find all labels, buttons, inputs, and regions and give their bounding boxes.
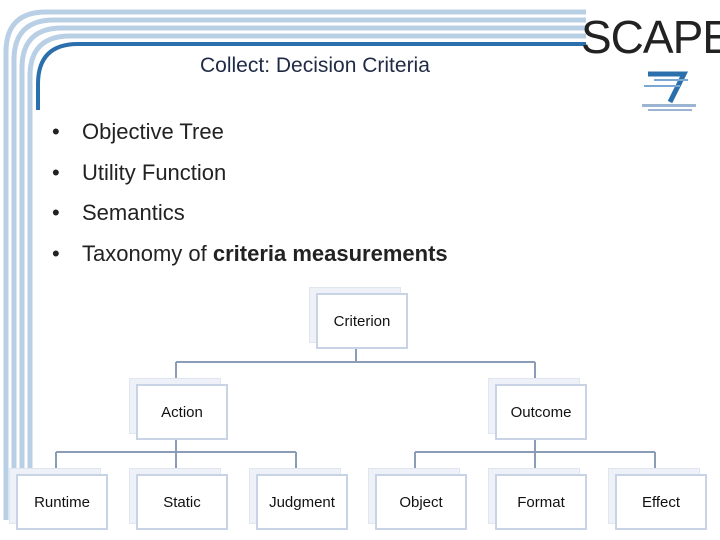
node-judgment: Judgment — [249, 468, 348, 530]
bullet-list: •Objective Tree •Utility Function •Seman… — [52, 116, 448, 278]
scape-logo: SCAPE — [581, 11, 720, 63]
node-static: Static — [129, 468, 228, 530]
node-label: Static — [136, 474, 228, 530]
bullet-item: •Semantics — [52, 200, 185, 225]
node-action: Action — [129, 378, 228, 440]
node-runtime: Runtime — [9, 468, 108, 530]
node-label: Criterion — [316, 293, 408, 349]
node-label: Object — [375, 474, 467, 530]
node-label: Action — [136, 384, 228, 440]
node-outcome: Outcome — [488, 378, 587, 440]
bullet-item: •Taxonomy of criteria measurements — [52, 240, 448, 266]
node-label: Effect — [615, 474, 707, 530]
bullet-item: •Objective Tree — [52, 119, 224, 144]
fp7-logo-icon — [642, 71, 696, 111]
slide-title: Collect: Decision Criteria — [200, 54, 430, 77]
node-label: Judgment — [256, 474, 348, 530]
node-format: Format — [488, 468, 587, 530]
node-object: Object — [368, 468, 467, 530]
node-label: Runtime — [16, 474, 108, 530]
decorative-swoosh — [3, 9, 586, 520]
bullet-item: •Utility Function — [52, 159, 227, 185]
node-effect: Effect — [608, 468, 707, 530]
node-criterion: Criterion — [309, 287, 408, 349]
node-label: Outcome — [495, 384, 587, 440]
node-label: Format — [495, 474, 587, 530]
